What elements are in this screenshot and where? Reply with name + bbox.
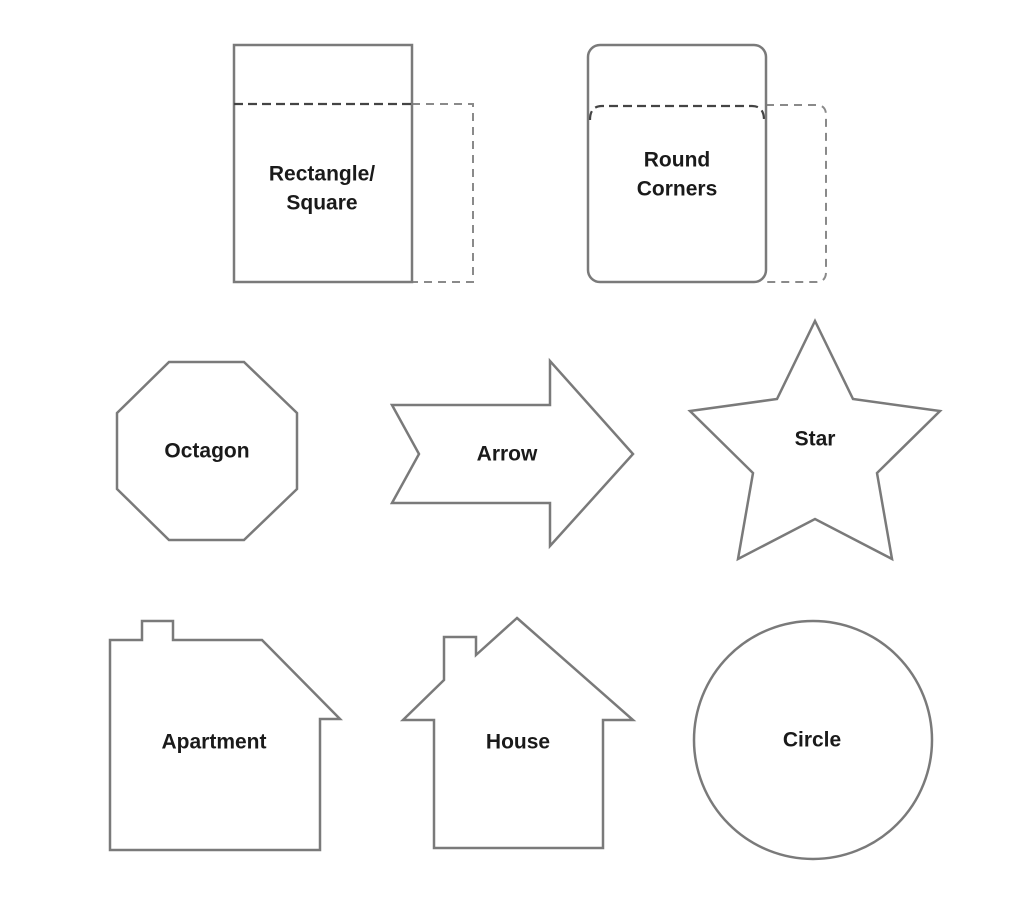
star-shape-group: Star <box>687 318 943 562</box>
house-shape <box>399 616 637 850</box>
apartment-label: Apartment <box>161 731 266 754</box>
circle-label: Circle <box>783 729 841 752</box>
arrow-shape <box>389 357 635 550</box>
circle-shape <box>692 619 934 861</box>
house-label: House <box>486 731 550 754</box>
rectangle-shape-group: Rectangle/ Square <box>232 43 474 284</box>
star-shape <box>687 318 943 562</box>
apartment-shape-group: Apartment <box>108 619 343 852</box>
octagon-label: Octagon <box>164 440 249 463</box>
circle-shape-group: Circle <box>692 619 934 861</box>
octagon-shape-group: Octagon <box>115 360 299 542</box>
house-shape-group: House <box>399 616 637 850</box>
rectangle-label-line2: Square <box>286 192 357 215</box>
rectangle-resize-outline <box>412 103 474 283</box>
round-corners-label-line1: Round <box>644 149 710 172</box>
arrow-shape-group: Arrow <box>389 357 635 550</box>
round-corners-resize-outline <box>766 104 827 283</box>
apartment-shape <box>108 619 343 852</box>
round-corners-shape-group: Round Corners <box>586 43 827 284</box>
octagon-shape <box>115 360 299 542</box>
rectangle-label-line1: Rectangle/ <box>269 163 375 186</box>
round-corners-resize-line <box>588 104 766 121</box>
arrow-label: Arrow <box>477 443 538 466</box>
star-label: Star <box>795 428 836 451</box>
round-corners-shape <box>586 43 768 284</box>
rectangle-shape <box>232 43 414 284</box>
round-corners-label-line2: Corners <box>637 178 718 201</box>
